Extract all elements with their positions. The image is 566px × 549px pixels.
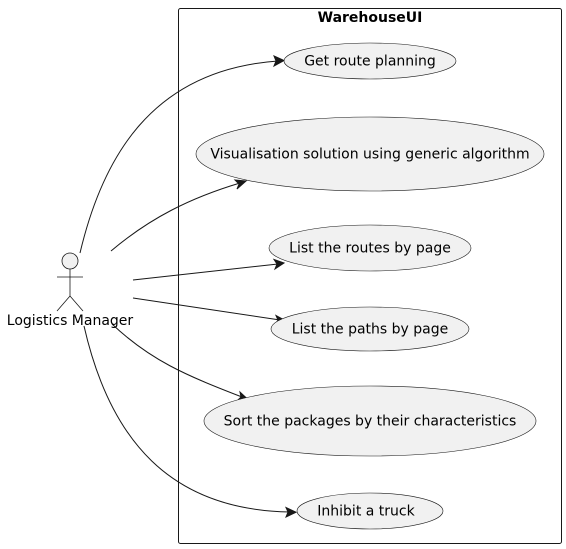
association-line-uc2 [110,182,241,252]
system-title: WarehouseUI [318,10,423,26]
use-case-label: Inhibit a truck [317,504,415,520]
association-line-uc1 [79,60,279,254]
association-line-uc5 [111,323,243,398]
use-case-list-paths-by-page: List the paths by page [270,306,470,352]
use-case-inhibit-a-truck: Inhibit a truck [296,492,444,530]
use-case-get-route-planning: Get route planning [283,42,457,80]
use-case-label: List the routes by page [289,241,451,257]
use-case-ellipse [283,42,457,80]
use-case-label: Get route planning [304,54,436,70]
actor-left-leg [56,295,71,312]
system-boundary [178,8,562,544]
use-case-ellipse [195,116,545,192]
use-case-sort-packages: Sort the packages by their characteristi… [203,385,537,457]
use-case-label: Sort the packages by their characteristi… [224,414,517,430]
actor-name: Logistics Manager [7,313,134,329]
association-line-uc6 [83,325,291,513]
use-case-label: List the paths by page [292,322,449,338]
arrowhead-uc3 [272,258,286,271]
use-case-ellipse [270,306,470,352]
arrowhead-uc6 [284,506,298,519]
use-case-ellipse [268,224,472,272]
association-line-uc4 [132,297,281,321]
arrowhead-uc2 [233,179,248,190]
use-case-list-routes-by-page: List the routes by page [268,224,472,272]
arrowhead-uc1 [273,55,286,68]
association-line-uc3 [132,263,279,281]
use-case-visualisation-solution: Visualisation solution using generic alg… [195,116,545,192]
actor-logistics-manager: Logistics Manager [7,252,134,329]
actor-head-icon [61,252,79,270]
use-case-ellipse [296,492,444,530]
use-case-ellipse [203,385,537,457]
actor-right-leg [69,295,84,312]
use-case-label: Visualisation solution using generic alg… [210,147,529,163]
